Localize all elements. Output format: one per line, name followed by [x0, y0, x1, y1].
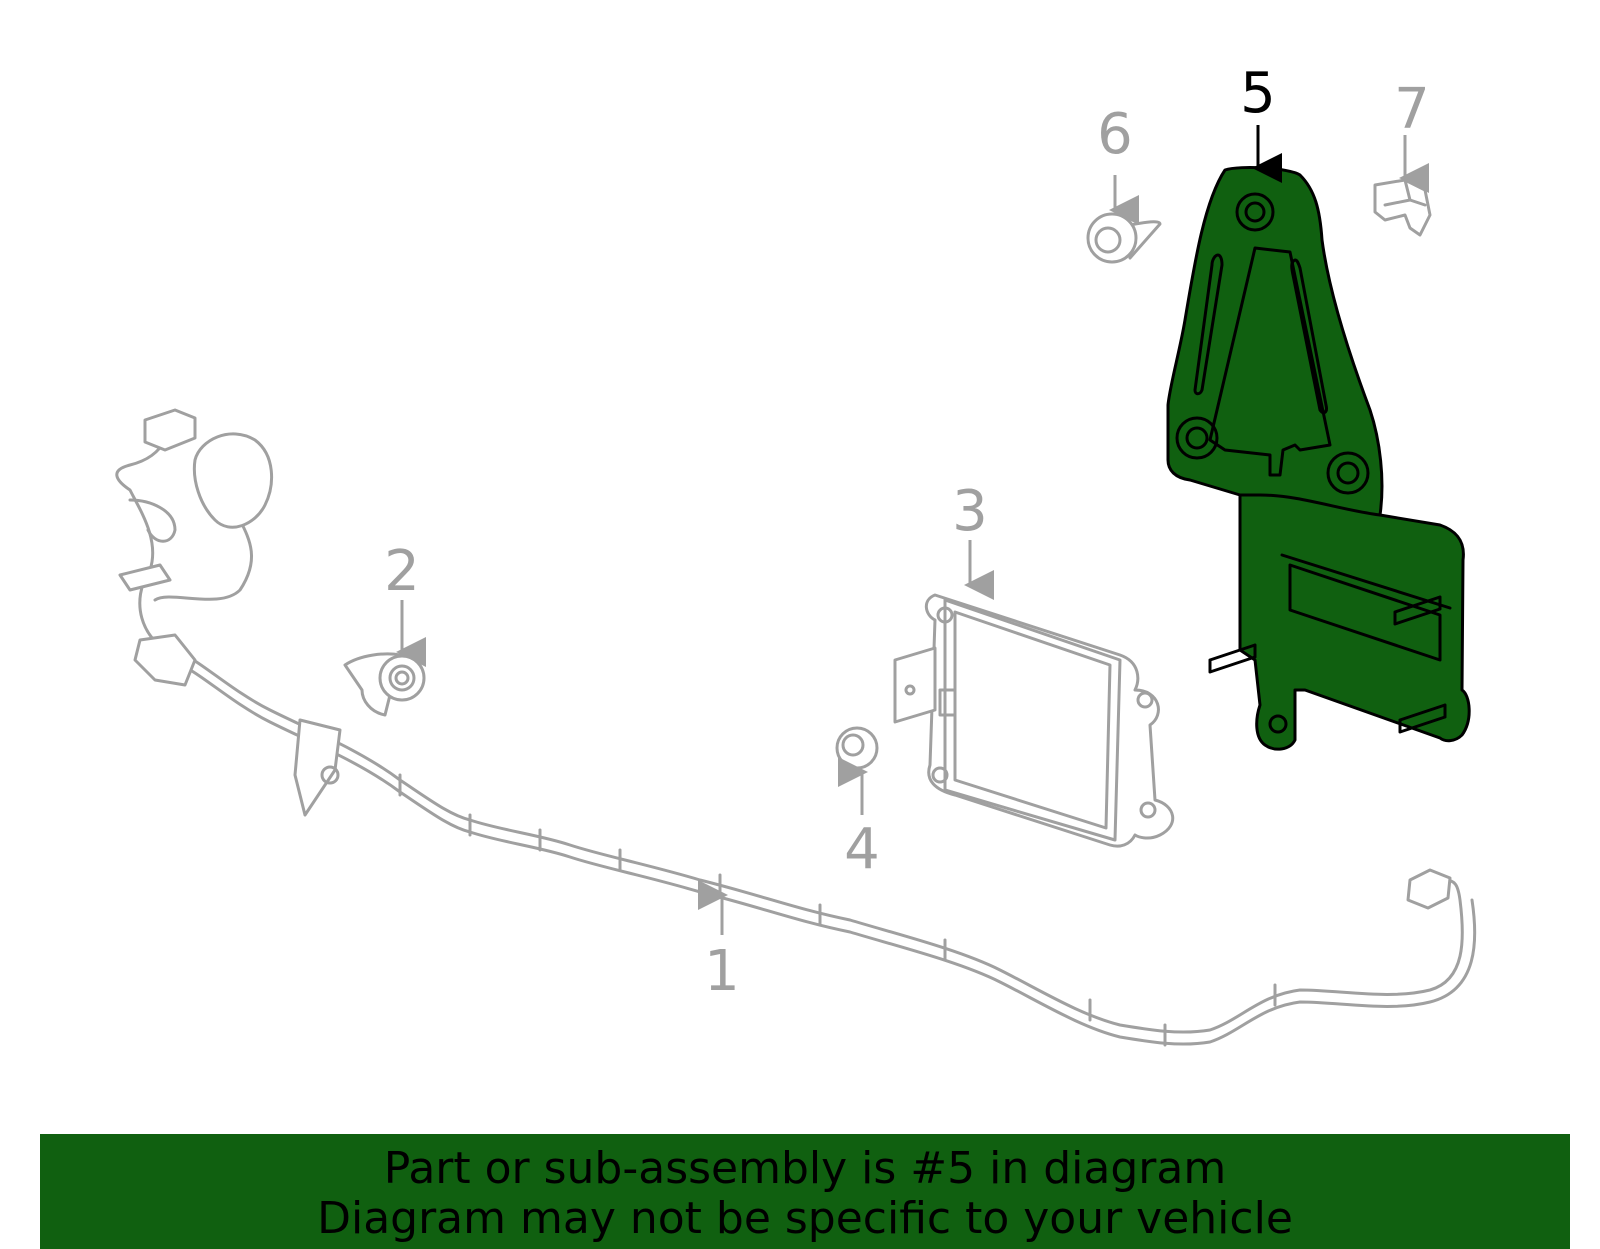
part-3-module[interactable]: [893, 593, 1174, 848]
callout-1: 1: [704, 939, 740, 1004]
part-1-wiring-harness[interactable]: [115, 408, 1477, 1047]
part-7-clip[interactable]: [1373, 178, 1432, 237]
part-5-bracket-highlighted[interactable]: [1166, 166, 1471, 751]
callout-6: 6: [1097, 102, 1133, 167]
info-banner: Part or sub-assembly is #5 in diagram Di…: [40, 1134, 1570, 1249]
banner-line-1: Part or sub-assembly is #5 in diagram: [383, 1143, 1227, 1194]
callout-3: 3: [952, 479, 988, 544]
callout-7: 7: [1394, 77, 1430, 142]
part-2-clip[interactable]: [343, 652, 426, 717]
part-4-nut[interactable]: [835, 726, 879, 770]
callout-2: 2: [384, 539, 420, 604]
callout-5: 5: [1240, 61, 1276, 126]
banner-line-2: Diagram may not be specific to your vehi…: [317, 1193, 1293, 1244]
part-6-fastener[interactable]: [1086, 212, 1162, 264]
callout-4: 4: [844, 817, 880, 882]
